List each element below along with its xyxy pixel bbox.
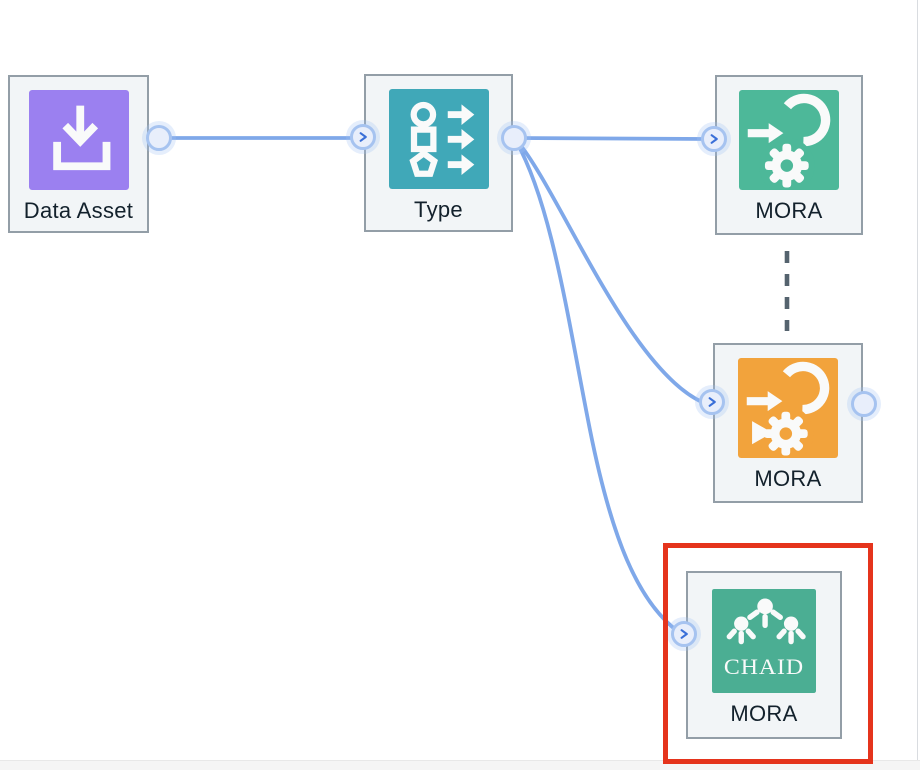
node-mora-middle[interactable]: MORA xyxy=(713,343,863,503)
tree-nodes xyxy=(734,598,799,631)
chevron-right-icon xyxy=(708,397,716,407)
node-type[interactable]: Type xyxy=(364,74,513,232)
node-label: Type xyxy=(414,197,463,222)
chevron-right-icon xyxy=(680,629,688,639)
run-triangle-icon xyxy=(752,421,773,445)
node-mora-top[interactable]: MORA xyxy=(715,75,863,235)
edge-type-to-mora-middle[interactable] xyxy=(515,139,703,404)
gear-icon xyxy=(764,143,809,188)
port-input-mora-middle[interactable] xyxy=(699,389,725,415)
canvas-right-edge-line xyxy=(917,0,918,761)
download-icon xyxy=(52,105,110,171)
icon-background xyxy=(388,89,489,189)
edge-type-to-mora-top[interactable] xyxy=(513,136,710,141)
model-run-icon xyxy=(738,358,838,458)
port-output-mora-middle[interactable] xyxy=(851,391,877,417)
node-label: Data Asset xyxy=(23,198,134,223)
port-input-mora-top[interactable] xyxy=(701,126,727,152)
chevron-right-icon xyxy=(710,134,718,144)
port-input-mora-chaid[interactable] xyxy=(671,621,697,647)
node-label: MORA xyxy=(754,466,822,491)
refresh-ring xyxy=(783,93,831,147)
input-arrow xyxy=(746,391,783,412)
gear-icon xyxy=(763,411,808,456)
data-asset-import-icon xyxy=(28,90,129,190)
node-label: MORA xyxy=(730,701,798,726)
node-data-asset[interactable]: Data Asset xyxy=(8,75,149,233)
selection-highlight-box xyxy=(663,543,873,764)
tree-branches xyxy=(726,609,806,645)
port-input-type[interactable] xyxy=(350,124,376,150)
model-build-icon xyxy=(739,90,839,190)
arrow-glyphs xyxy=(447,104,474,175)
chevron-right-icon xyxy=(359,132,367,142)
port-output-data-asset[interactable] xyxy=(146,125,172,151)
input-arrow xyxy=(747,123,784,144)
refresh-ring xyxy=(782,361,830,415)
chaid-tree-icon: CHAID xyxy=(712,589,816,693)
type-measurement-icon xyxy=(388,89,489,189)
chaid-badge-text: CHAID xyxy=(724,654,804,679)
bottom-bar xyxy=(0,760,920,770)
edge-type-to-mora-chaid[interactable] xyxy=(514,140,678,632)
icon-background xyxy=(712,589,816,693)
node-label: MORA xyxy=(755,198,823,223)
shape-glyphs xyxy=(408,101,438,177)
port-output-type[interactable] xyxy=(501,125,527,151)
node-mora-chaid[interactable]: CHAID MORA xyxy=(686,571,842,739)
